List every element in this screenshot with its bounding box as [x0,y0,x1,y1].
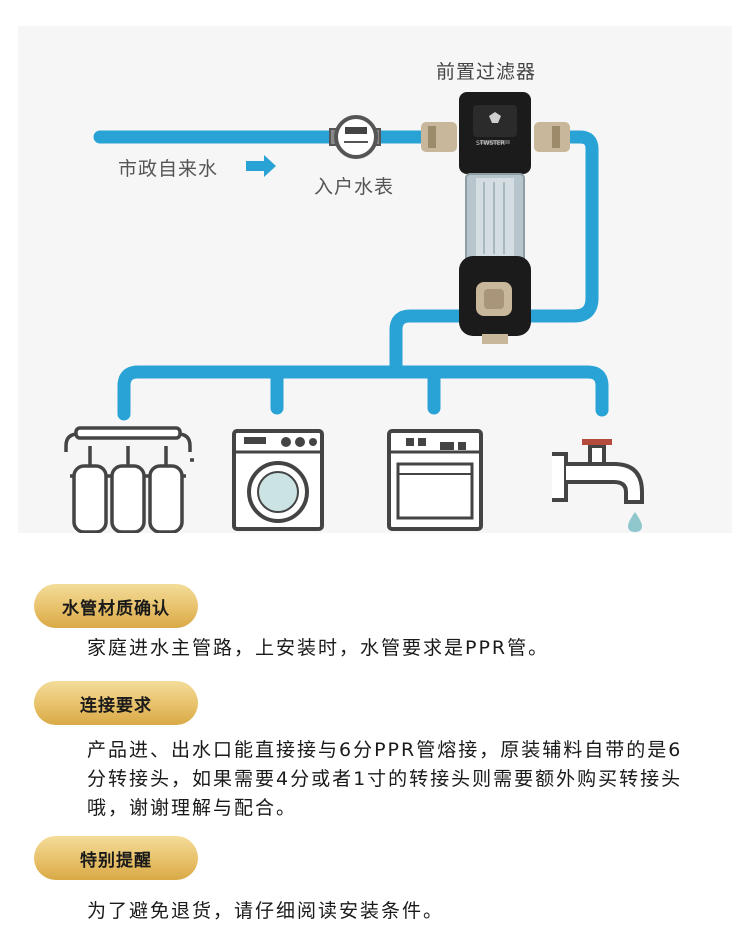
section-text-reminder: 为了避免退货，请仔细阅读安装条件。 [87,900,445,922]
flow-arrow-icon [246,155,276,177]
dishwasher-icon [387,429,483,531]
pipe-network [93,130,609,421]
section-title-reminder: 特别提醒 [34,836,198,880]
pre-filter-device [421,92,570,344]
installation-diagram: 前置过滤器 市政自来水 入户水表 STWSTER [18,26,732,533]
outlet-pipe [389,130,599,377]
pre-filter-label: 前置过滤器 [436,61,537,83]
section-title-material: 水管材质确认 [34,584,198,628]
section-text-connection: 产品进、出水口能直接接与6分PPR管熔接，原装辅料自带的是6分转接头，如果需要4… [87,739,683,819]
city-water-label: 市政自来水 [118,158,219,180]
washing-machine-icon [232,429,324,531]
ro-purifier-icon [64,426,194,533]
pipe-diagram-svg [64,92,644,533]
faucet-icon [552,439,644,532]
filter-brand-label: STWSTER [476,140,505,147]
section-title-connection: 连接要求 [34,681,198,725]
water-meter-label: 入户水表 [314,176,395,198]
section-text-material: 家庭进水主管路，上安装时，水管要求是PPR管。 [87,637,550,659]
distribution-pipe [117,365,609,421]
water-meter-icon [329,115,381,159]
